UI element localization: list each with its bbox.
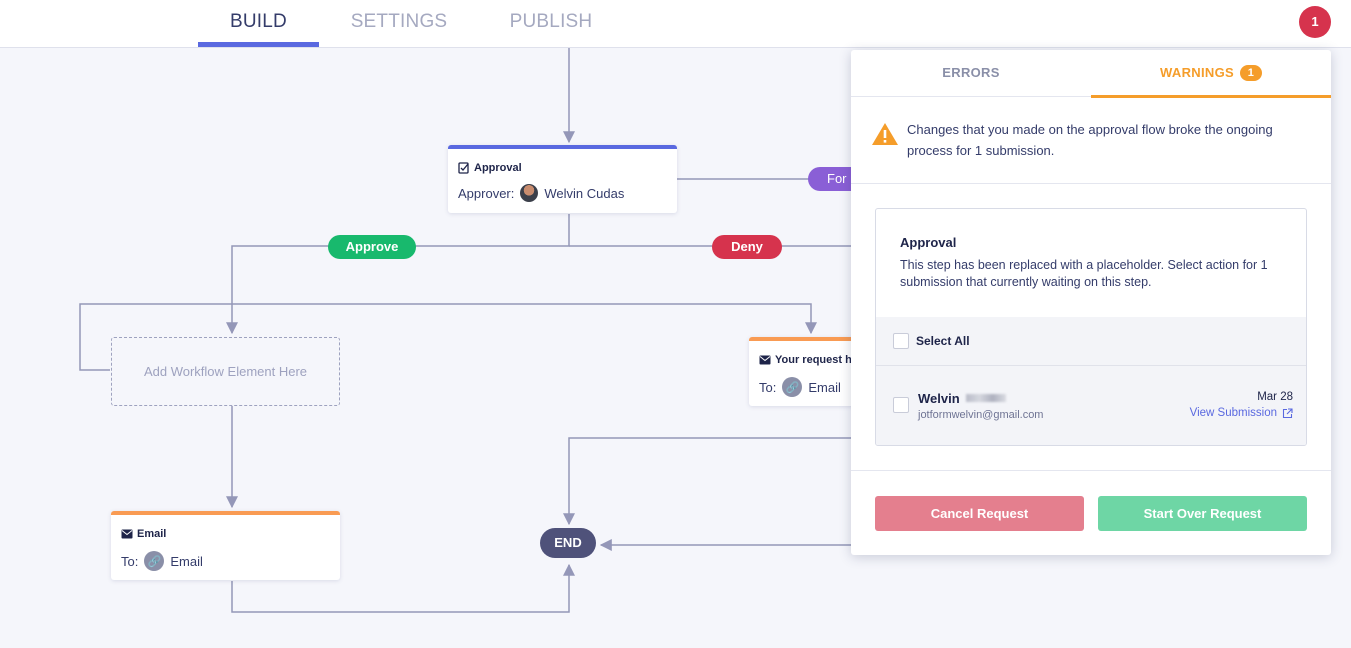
tab-warnings[interactable]: WARNINGS 1 [1091, 50, 1331, 98]
select-all-checkbox[interactable] [893, 333, 909, 349]
top-navigation: BUILD SETTINGS PUBLISH 1 [0, 0, 1351, 48]
email-card-title: Email [137, 528, 167, 540]
email-to-row: To: 🔗 Email [121, 551, 203, 571]
email-card[interactable]: Email To: 🔗 Email [111, 511, 340, 580]
card-accent-bar [448, 145, 677, 149]
warnings-panel: ERRORS WARNINGS 1 Changes that you made o… [851, 50, 1331, 555]
approval-card-title: Approval [474, 162, 522, 174]
deny-pill[interactable]: Deny [712, 235, 782, 259]
submission-date: Mar 28 [1257, 391, 1293, 403]
view-submission-link[interactable]: View Submission [1190, 407, 1293, 419]
tab-settings[interactable]: SETTINGS [350, 11, 448, 32]
submission-email: jotformwelvin@gmail.com [918, 409, 1044, 421]
to-value: Email [808, 379, 841, 395]
tab-errors-label: ERRORS [942, 65, 1000, 80]
link-icon: 🔗 [144, 551, 165, 571]
approver-row: Approver: Welvin Cudas [458, 184, 624, 202]
view-submission-label: View Submission [1189, 407, 1277, 419]
card-accent-bar [749, 337, 889, 341]
submission-box: Approval This step has been replaced wit… [875, 208, 1307, 446]
card-accent-bar [111, 511, 340, 515]
approve-pill[interactable]: Approve [328, 235, 416, 259]
tab-errors[interactable]: ERRORS [851, 50, 1091, 97]
submission-checkbox[interactable] [893, 397, 909, 413]
approval-icon [458, 162, 469, 174]
envelope-icon [121, 529, 133, 539]
submission-name-row: Welvin [918, 391, 1006, 406]
blurred-surname [965, 394, 1006, 402]
notification-badge[interactable]: 1 [1299, 6, 1331, 38]
tab-publish[interactable]: PUBLISH [509, 11, 593, 32]
email-card-title-row: Email [121, 528, 166, 540]
request-card-title: Your request h [775, 354, 852, 366]
submission-name: Welvin [918, 391, 960, 406]
envelope-icon [759, 355, 771, 365]
box-title: Approval [900, 235, 957, 250]
divider [851, 183, 1331, 184]
tab-warnings-label: WARNINGS [1160, 65, 1234, 80]
external-link-icon [1282, 407, 1293, 418]
end-node[interactable]: END [540, 528, 596, 558]
divider [851, 470, 1331, 471]
warning-message-row: Changes that you made on the approval fl… [871, 120, 1311, 161]
approval-card-title-row: Approval [458, 162, 522, 174]
approver-name: Welvin Cudas [544, 185, 625, 201]
box-description: This step has been replaced with a place… [900, 258, 1268, 289]
warnings-count-badge: 1 [1239, 65, 1262, 81]
divider [876, 365, 1306, 366]
to-value: Email [170, 553, 203, 569]
panel-tabs: ERRORS WARNINGS 1 [851, 50, 1331, 98]
start-over-request-button[interactable]: Start Over Request [1098, 496, 1307, 531]
tab-build[interactable]: BUILD [198, 0, 319, 47]
workflow-canvas[interactable]: Approval Approver: Welvin Cudas Approve … [0, 48, 1351, 648]
warning-icon [872, 123, 898, 145]
request-card-title-row: Your request h [759, 354, 852, 366]
link-icon: 🔗 [782, 377, 803, 397]
to-label: To: [759, 379, 777, 395]
select-all-label[interactable]: Select All [916, 334, 970, 348]
submission-list: Select All Welvin jotformwelvin@gmail.co… [876, 317, 1306, 445]
cancel-request-button[interactable]: Cancel Request [875, 496, 1084, 531]
placeholder-label: Add Workflow Element Here [143, 364, 308, 379]
approval-card[interactable]: Approval Approver: Welvin Cudas [448, 145, 677, 213]
avatar [520, 184, 539, 202]
approver-label: Approver: [458, 185, 515, 201]
add-workflow-element-placeholder[interactable]: Add Workflow Element Here [111, 337, 340, 406]
to-label: To: [121, 553, 139, 569]
warning-message: Changes that you made on the approval fl… [907, 122, 1273, 158]
request-to-row: To: 🔗 Email [759, 377, 841, 397]
